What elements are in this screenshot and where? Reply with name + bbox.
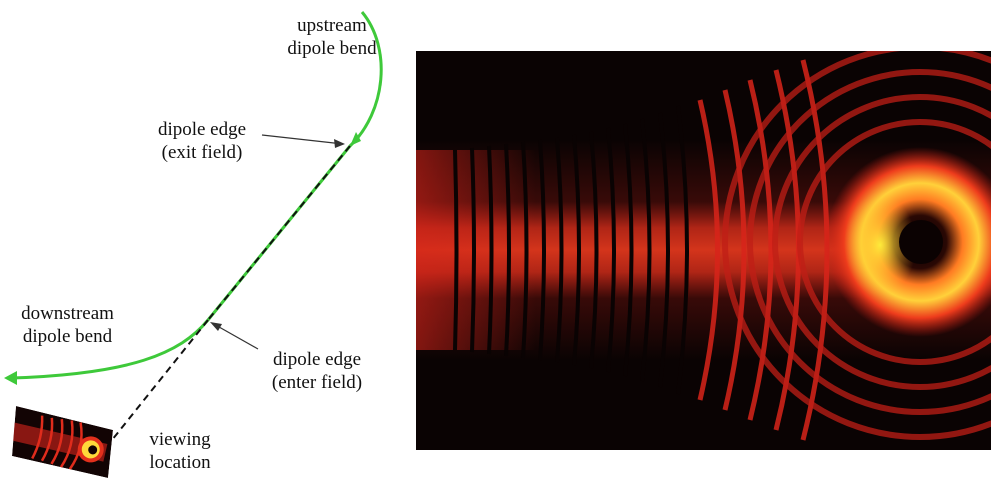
enter-edge-label: dipole edge (enter field) <box>252 348 382 394</box>
line-of-sight-to-viewer <box>111 319 209 441</box>
upstream-bend-arrowhead <box>350 132 361 146</box>
viewing-location-label: viewing location <box>130 428 230 474</box>
viewing-location-pattern <box>12 406 113 478</box>
upstream-dipole-bend-label: upstream dipole bend <box>272 14 392 60</box>
upstream-label-line1: upstream <box>297 15 367 36</box>
exit-edge-pointer-head <box>334 139 345 148</box>
downstream-label-line1: downstream <box>21 303 114 324</box>
downstream-label-line2: dipole bend <box>22 326 113 347</box>
exit-edge-pointer <box>261 134 344 145</box>
enter-edge-pointer-head <box>210 322 222 331</box>
exit-edge-label: dipole edge (exit field) <box>142 118 262 164</box>
upstream-dipole-bend-trajectory <box>348 11 383 148</box>
viewing-label-line2: location <box>149 452 211 473</box>
downstream-bend-arrowhead <box>4 371 17 385</box>
viewing-label-line1: viewing <box>149 429 211 450</box>
radiation-interference-pattern <box>416 51 991 450</box>
enter-edge-label-line2: (enter field) <box>271 372 363 393</box>
enter-edge-label-line1: dipole edge <box>272 349 362 370</box>
straight-line-of-sight-upper <box>207 145 351 321</box>
downstream-dipole-bend-label: downstream dipole bend <box>0 302 135 348</box>
exit-edge-label-line1: dipole edge <box>157 119 247 140</box>
upstream-label-line2: dipole bend <box>287 38 377 59</box>
exit-edge-label-line2: (exit field) <box>161 142 243 163</box>
downstream-dipole-bend-trajectory <box>11 319 210 380</box>
